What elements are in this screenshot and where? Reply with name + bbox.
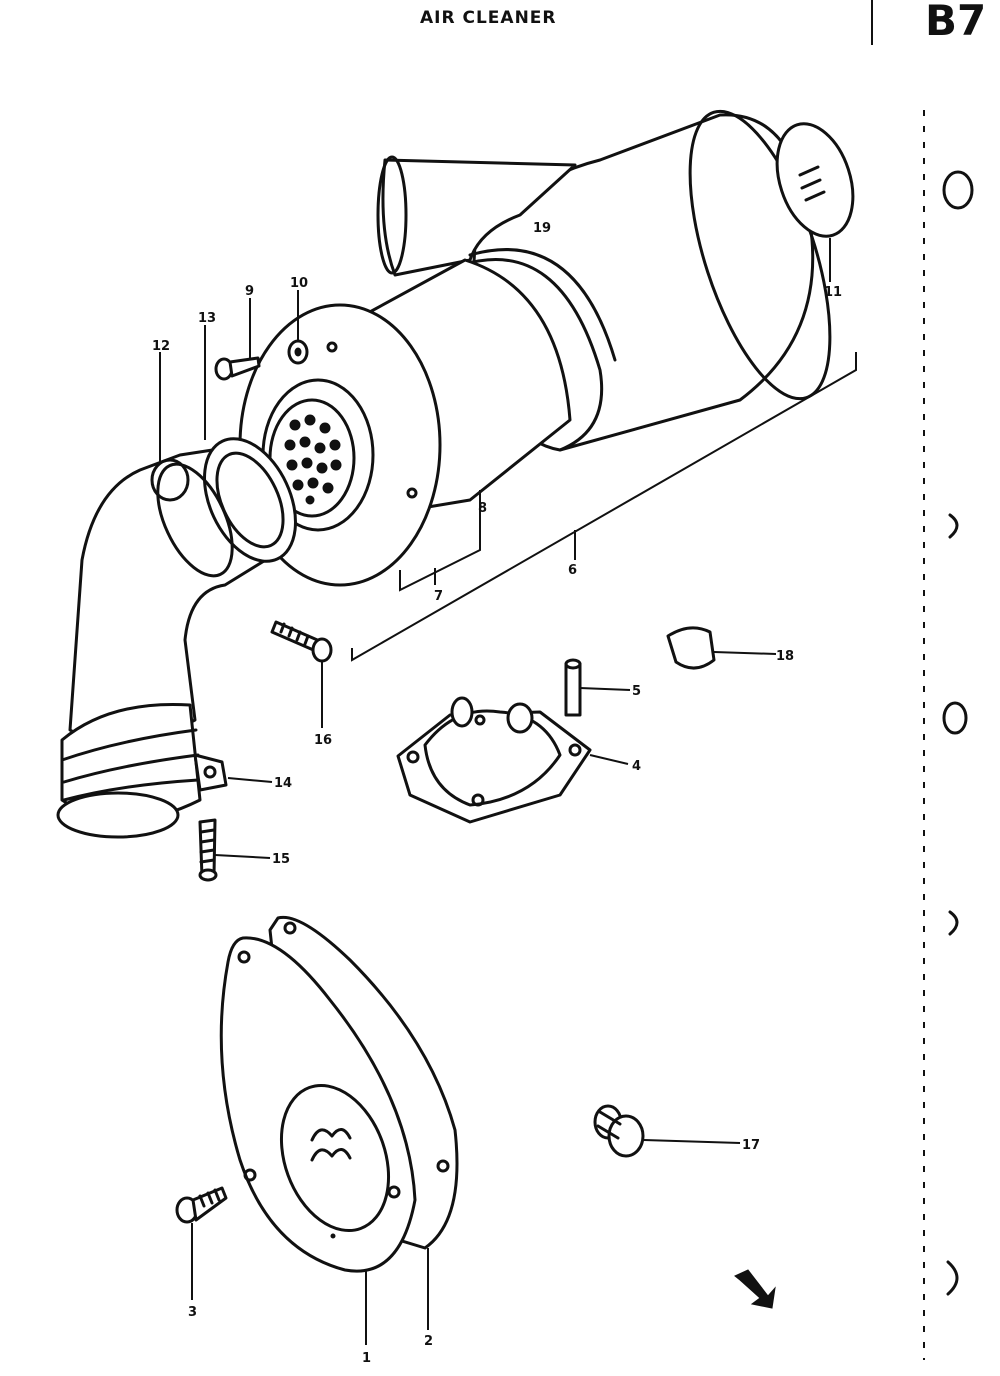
callout-3: 3 — [188, 1305, 197, 1320]
callout-labels: 1 2 3 4 5 6 7 8 9 10 11 12 13 14 15 16 1… — [152, 221, 842, 1366]
screw-16 — [270, 620, 333, 663]
washer-10 — [287, 339, 309, 365]
callout-5: 5 — [632, 684, 641, 699]
binding-hole-icon — [946, 1260, 959, 1296]
callout-13: 13 — [198, 311, 216, 326]
cap-18 — [666, 626, 716, 670]
callout-10: 10 — [290, 276, 308, 291]
page-title: AIR CLEANER — [420, 8, 557, 28]
end-cap-disc — [775, 122, 855, 238]
callout-1: 1 — [362, 1351, 371, 1366]
callout-4: 4 — [632, 759, 641, 774]
callout-6: 6 — [568, 563, 577, 578]
binding-hole-icon — [942, 170, 974, 210]
callout-19: 19 — [533, 221, 551, 236]
bolt-3 — [175, 1186, 228, 1224]
callout-18: 18 — [776, 649, 794, 664]
callout-11: 11 — [824, 285, 842, 300]
outer-cover — [219, 915, 459, 1273]
pin-5 — [564, 658, 582, 717]
air-cleaner-housing — [238, 109, 832, 587]
callout-12: 12 — [152, 339, 170, 354]
callout-7: 7 — [434, 589, 443, 604]
callout-15: 15 — [272, 852, 290, 867]
callout-16: 16 — [314, 733, 332, 748]
base-plate — [396, 696, 592, 824]
binding-hole-icon — [942, 701, 968, 735]
plug-17 — [593, 1104, 645, 1158]
page-code: B7 — [925, 0, 987, 45]
callout-8: 8 — [478, 501, 487, 516]
leader-lines — [159, 238, 831, 1345]
callout-14: 14 — [274, 776, 292, 791]
callout-17: 17 — [742, 1138, 760, 1153]
binding-hole-icon — [948, 910, 959, 936]
callout-9: 9 — [245, 284, 254, 299]
callout-2: 2 — [424, 1334, 433, 1349]
screw-9 — [214, 356, 261, 381]
elbow-duct — [56, 437, 297, 839]
binding-hole-icon — [948, 513, 959, 539]
bolt-15 — [198, 818, 218, 882]
direction-arrow-icon — [734, 1269, 776, 1309]
assembly-brackets — [351, 352, 857, 662]
